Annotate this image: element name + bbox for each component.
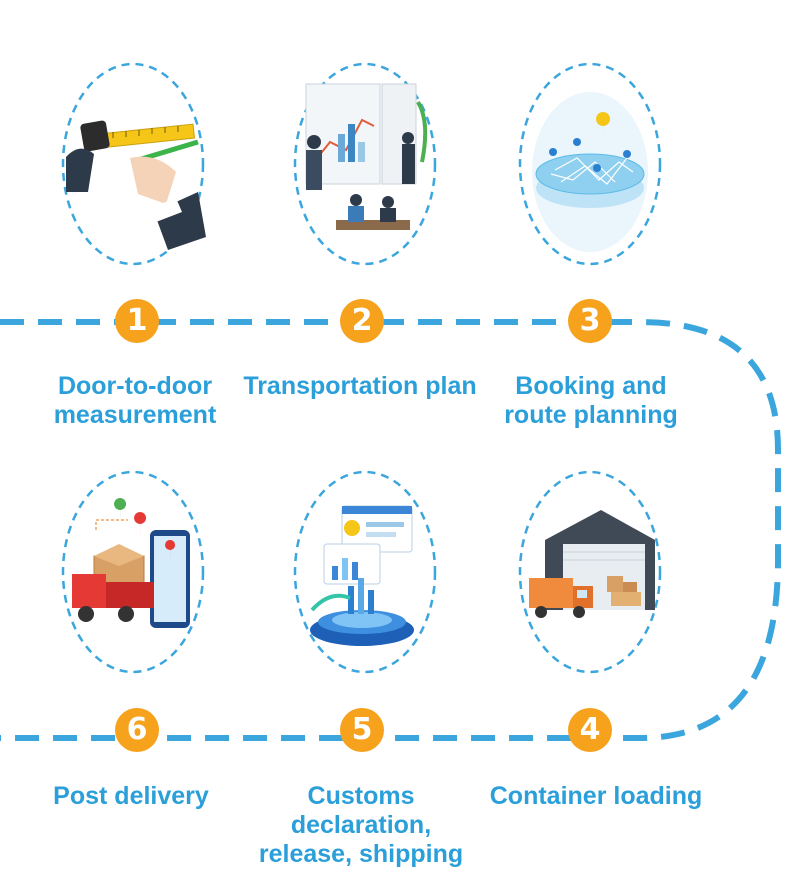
warehouse-truck-icon bbox=[515, 470, 665, 675]
step-3-label-line-1: Booking and bbox=[515, 372, 667, 400]
step-4-label: Container loading bbox=[471, 782, 721, 811]
measuring-tape-icon bbox=[58, 62, 208, 267]
step-5-badge: 5 bbox=[340, 708, 384, 752]
step-5-label-line-2: release, shipping bbox=[258, 840, 464, 868]
step-1-label: Door-to-door measurement bbox=[10, 372, 260, 430]
step-6-badge: 6 bbox=[115, 708, 159, 752]
data-platform-icon bbox=[290, 470, 440, 675]
step-3-label: Booking and route planning bbox=[466, 372, 716, 430]
business-meeting-icon bbox=[290, 62, 440, 267]
step-6-label: Post delivery bbox=[6, 782, 256, 811]
step-1-label-line-2: measurement bbox=[53, 401, 217, 429]
delivery-truck-phone-icon bbox=[58, 470, 208, 675]
step-6-label-line-1: Post delivery bbox=[53, 782, 209, 810]
step-1-badge: 1 bbox=[115, 299, 159, 343]
step-4-label-line-1: Container loading bbox=[489, 782, 703, 810]
step-1-label-line-1: Door-to-door bbox=[57, 372, 213, 400]
step-2-label: Transportation plan bbox=[235, 372, 485, 401]
step-3-label-line-2: route planning bbox=[504, 401, 678, 429]
step-3-badge: 3 bbox=[568, 299, 612, 343]
step-4-badge: 4 bbox=[568, 708, 612, 752]
route-map-icon bbox=[515, 62, 665, 267]
step-5-label-line-1: Customs declaration, bbox=[290, 782, 432, 839]
step-2-badge: 2 bbox=[340, 299, 384, 343]
step-2-label-line-1: Transportation plan bbox=[243, 372, 477, 400]
step-5-label: Customs declaration, release, shipping bbox=[236, 782, 486, 869]
